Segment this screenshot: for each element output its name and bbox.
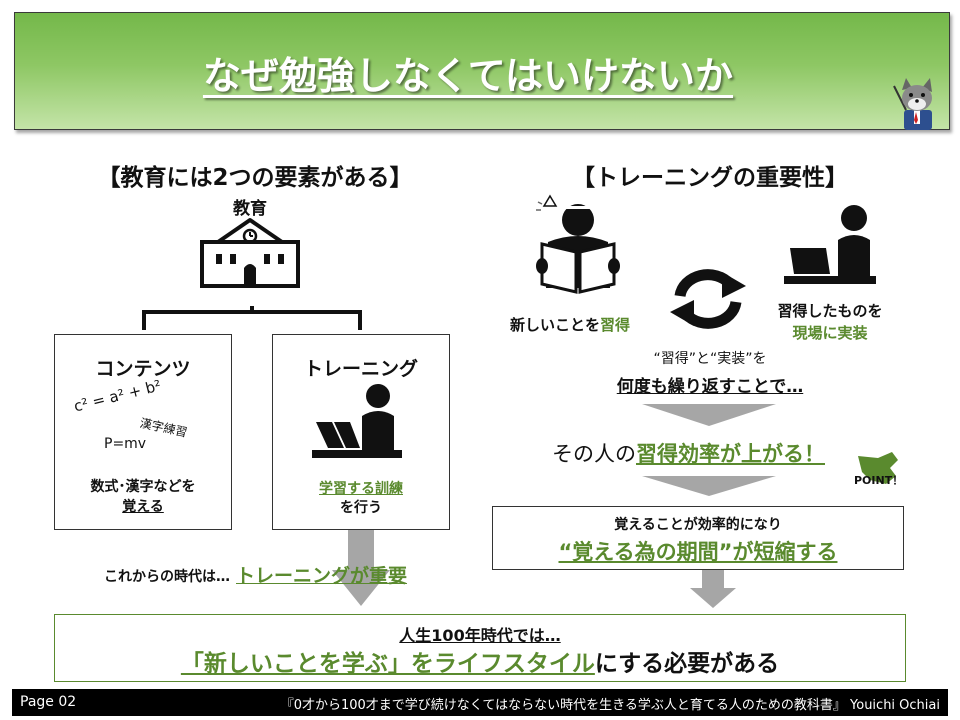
formula-momentum: P=mv — [104, 436, 147, 452]
right-arrow-2 — [642, 476, 776, 496]
future-highlight: トレーニングが重要 — [236, 565, 408, 587]
contents-desc-2: 覚える — [122, 499, 164, 515]
conclusion-highlight: 「新しいことを学ぶ」をライフスタイル — [180, 651, 595, 677]
left-heading: 【教育には2つの要素がある】 — [97, 165, 413, 191]
school-icon — [200, 218, 300, 288]
footer-bar: Page 02 『0才から100才まで学び続けなくてはならない時代を生きる学ぶ人… — [12, 689, 948, 716]
apply-line-1: 習得したものを — [777, 302, 883, 320]
repeat-line-2: 何度も繰り返すことで… — [616, 377, 804, 397]
learn-prefix: 新しいことを — [510, 316, 601, 334]
person-reading-icon — [536, 194, 620, 294]
apply-line-2: 現場に実装 — [792, 324, 868, 342]
tree-connector — [142, 306, 362, 330]
result-line-2: “覚える為の期間”が短縮する — [558, 540, 838, 564]
conclusion-line-1: 人生100年時代では… — [399, 626, 561, 645]
page-title: なぜ勉強しなくてはいけないか — [202, 54, 734, 98]
efficiency-prefix: その人の — [552, 442, 636, 466]
left-down-arrow — [332, 530, 390, 606]
learn-text: 新しいことを習得 — [510, 314, 630, 335]
education-label: 教育 — [233, 199, 267, 219]
contents-desc-1: 数式･漢字などを — [90, 479, 196, 495]
page-number: Page 02 — [20, 694, 77, 710]
training-desc-2: を行う — [340, 500, 382, 516]
future-prefix: これからの時代は… — [104, 569, 230, 585]
wolf-mascot-icon — [893, 78, 932, 130]
result-line-1: 覚えることが効率的になり — [614, 517, 782, 533]
refresh-cycle-icon — [670, 269, 746, 329]
right-down-arrow — [690, 570, 736, 608]
efficiency-highlight: 習得効率が上がる！ — [636, 442, 825, 466]
efficiency-text: その人の習得効率が上がる！ — [552, 438, 825, 468]
training-title: トレーニング — [303, 358, 418, 380]
contents-box — [54, 334, 232, 530]
result-box — [492, 506, 904, 570]
learn-highlight: 習得 — [600, 316, 631, 334]
point-label: POINT！ — [854, 474, 904, 487]
training-box — [272, 334, 450, 530]
conclusion-suffix: にする必要がある — [594, 651, 780, 677]
training-desc-1: 学習する訓練 — [319, 481, 403, 497]
title-banner — [14, 12, 950, 130]
person-at-laptop-icon — [312, 384, 402, 458]
conclusion-line-2: 「新しいことを学ぶ」をライフスタイルにする必要がある — [54, 644, 906, 678]
book-title: 『0才から100才まで学び続けなくてはならない時代を生きる学ぶ人と育てる人のため… — [280, 698, 940, 713]
repeat-line-1: “習得”と“実装”を — [653, 351, 767, 367]
conclusion-box — [54, 614, 906, 682]
contents-title: コンテンツ — [95, 358, 191, 380]
pointing-hand-icon — [858, 452, 898, 484]
right-heading: 【トレーニングの重要性】 — [572, 165, 848, 191]
right-arrow-1 — [642, 404, 776, 426]
person-at-computer-icon — [784, 205, 876, 284]
